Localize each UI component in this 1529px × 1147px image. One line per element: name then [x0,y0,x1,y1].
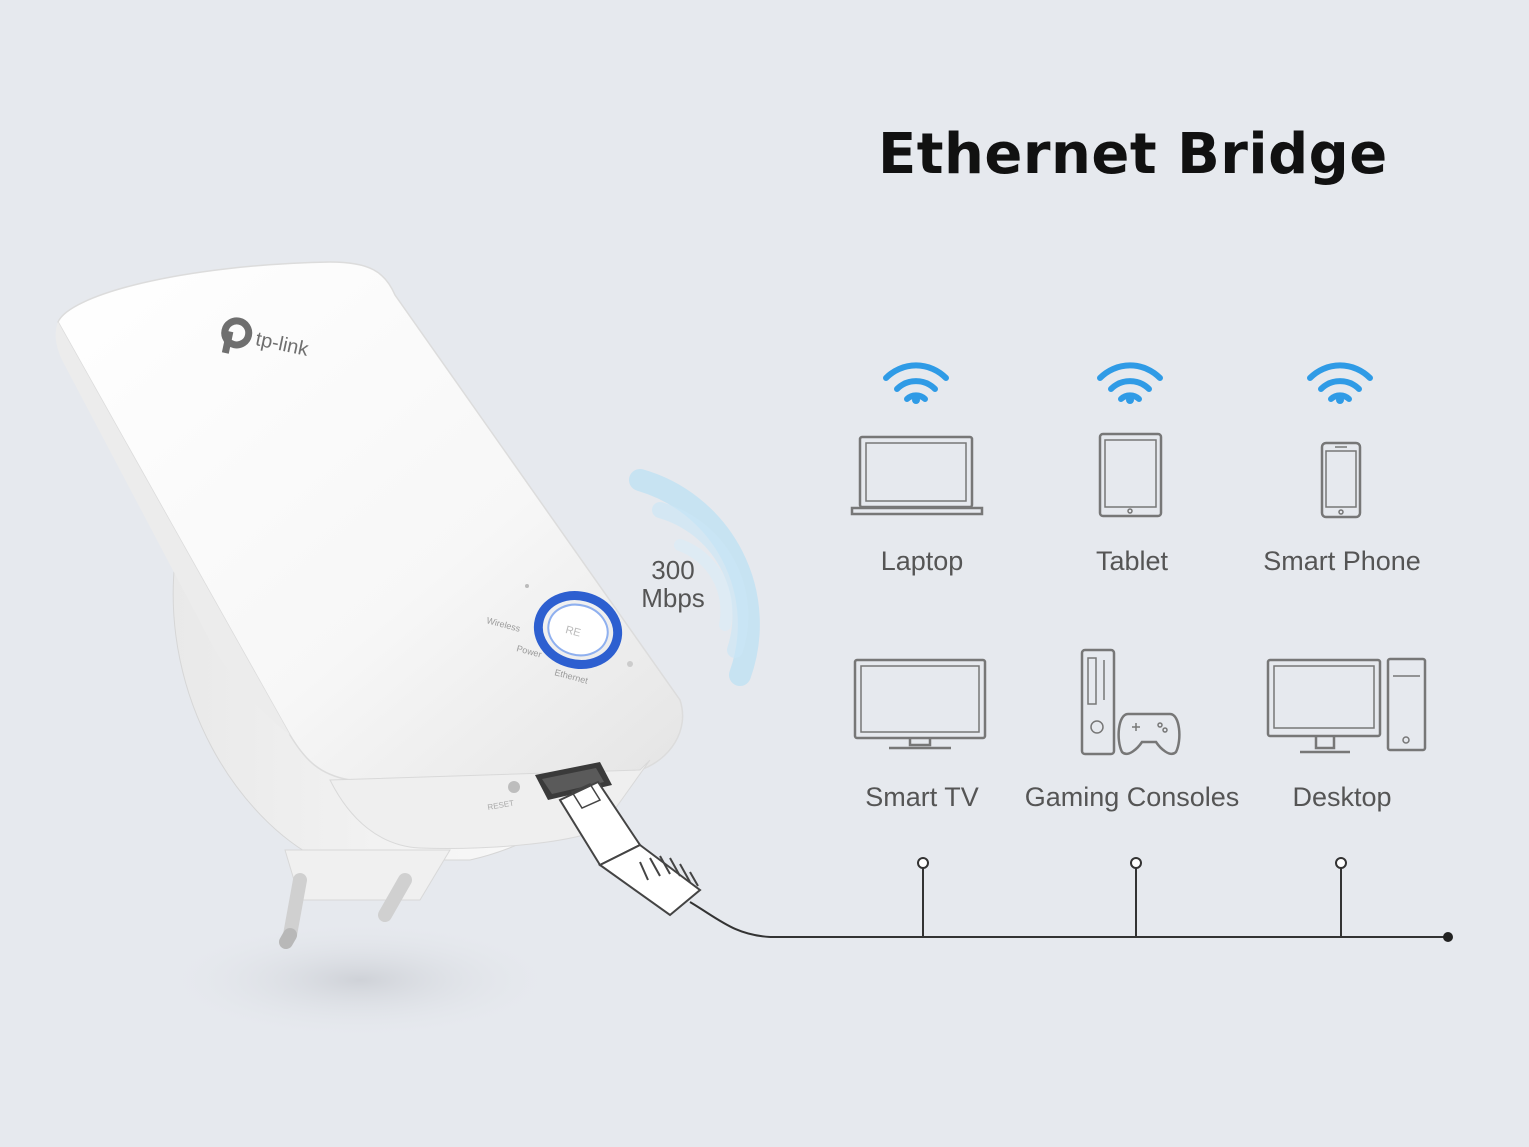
range-extender-device: RESET tp-link RE Wireless Power Ethernet [55,261,684,949]
label-smart-tv: Smart TV [865,782,979,812]
desktop-icon [1266,657,1427,754]
device-shadow [160,920,560,1040]
svg-text:RE: RE [564,624,582,640]
laptop-icon [850,435,984,516]
label-smart-phone: Smart Phone [1263,546,1421,576]
speed-value: 300 [651,555,695,585]
smartphone-icon [1320,441,1362,519]
tap-desktop [1335,857,1347,869]
wifi-icon-laptop [883,362,949,404]
speed-unit: Mbps [641,583,705,613]
tap-gaming-consoles [1130,857,1142,869]
bus-end-dot [1443,932,1453,942]
label-laptop: Laptop [880,546,964,576]
tap-smart-tv [917,857,929,869]
tablet-icon [1098,432,1163,518]
label-gaming-consoles: Gaming Consoles [1024,782,1240,812]
signal-waves [629,469,760,686]
gaming-console-icon [1080,648,1181,756]
page-title: Ethernet Bridge [878,122,1388,187]
label-tablet: Tablet [1095,546,1169,576]
reset-hole [508,781,520,793]
label-desktop: Desktop [1292,782,1392,812]
led-ring: RE [533,591,623,669]
wifi-icon-tablet [1097,362,1163,404]
ethernet-bus [770,857,1453,942]
tv-icon [853,658,987,750]
ethernet-cable [558,780,771,938]
wifi-icon-smartphone [1307,362,1373,404]
speed-label: 300 Mbps [632,556,714,612]
